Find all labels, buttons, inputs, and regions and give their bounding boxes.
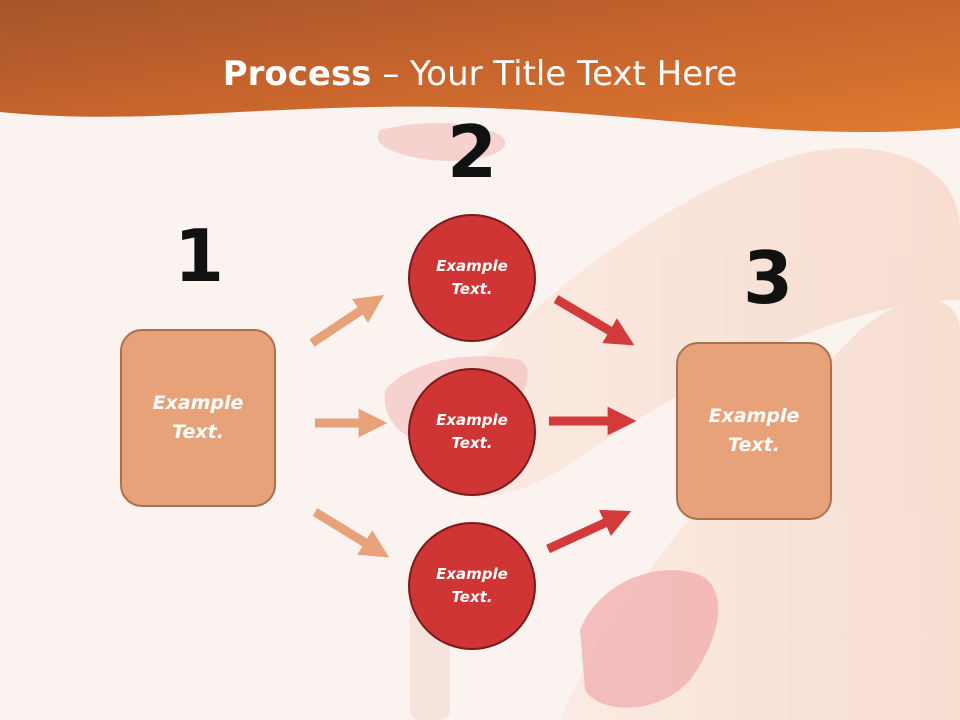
step-number-3: 3 bbox=[742, 236, 794, 320]
left-box-text: Example Text. bbox=[152, 392, 244, 443]
right-box-text: Example Text. bbox=[708, 405, 800, 456]
title-rest: – Your Title Text Here bbox=[371, 54, 738, 94]
circle-bottom: Example Text. bbox=[408, 522, 536, 650]
arrow-top-to-right bbox=[553, 295, 635, 346]
circle-middle-text: Example Text. bbox=[436, 411, 508, 452]
step-number-2: 2 bbox=[446, 110, 498, 194]
circle-middle: Example Text. bbox=[408, 368, 536, 496]
circle-bottom-text: Example Text. bbox=[436, 565, 508, 606]
arrow-left-to-bottom bbox=[312, 508, 390, 558]
left-box: Example Text. bbox=[120, 329, 276, 507]
arrow-left-to-top bbox=[309, 295, 384, 347]
arrow-bottom-to-right bbox=[546, 509, 632, 554]
right-box: Example Text. bbox=[676, 342, 832, 520]
step-number-1: 1 bbox=[173, 214, 225, 298]
slide-title: Process – Your Title Text Here bbox=[0, 52, 960, 96]
header-band bbox=[0, 0, 960, 132]
circle-top: Example Text. bbox=[408, 214, 536, 342]
circle-top-text: Example Text. bbox=[436, 257, 508, 298]
title-bold: Process bbox=[222, 54, 372, 94]
